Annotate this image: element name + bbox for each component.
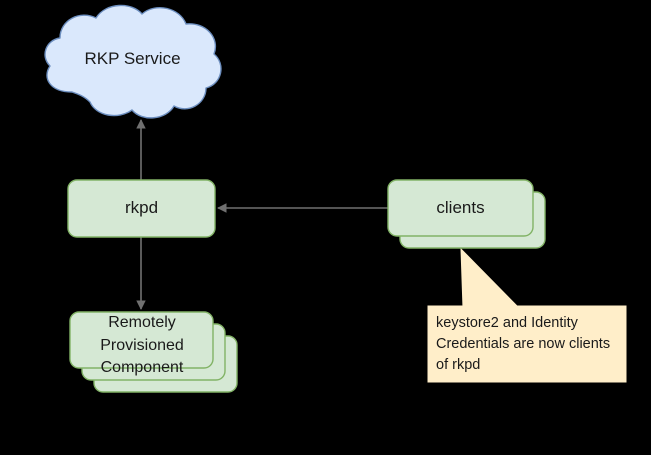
clients-stack-back [399, 191, 546, 249]
clients-stack-front [387, 179, 534, 237]
node-remotely-provisioned-component[interactable] [69, 311, 238, 393]
rpc-stack-front [69, 311, 214, 369]
callout-box[interactable] [427, 305, 627, 383]
node-clients[interactable] [387, 179, 546, 249]
rpc-stack-back [93, 335, 238, 393]
rpc-stack-middle [81, 323, 226, 381]
callout-pointer [460, 247, 521, 309]
node-rkpd[interactable] [67, 179, 216, 238]
rkp-service-label: RKP Service [84, 49, 181, 69]
clients-label: clients [436, 198, 485, 218]
rkpd-label: rkpd [124, 198, 159, 218]
callout-text: keystore2 and Identity Credentials are n… [436, 315, 611, 374]
node-rkp-service[interactable] [44, 4, 222, 119]
remotely-provisioned-component-label: Remotely Provisioned Component [100, 313, 184, 377]
